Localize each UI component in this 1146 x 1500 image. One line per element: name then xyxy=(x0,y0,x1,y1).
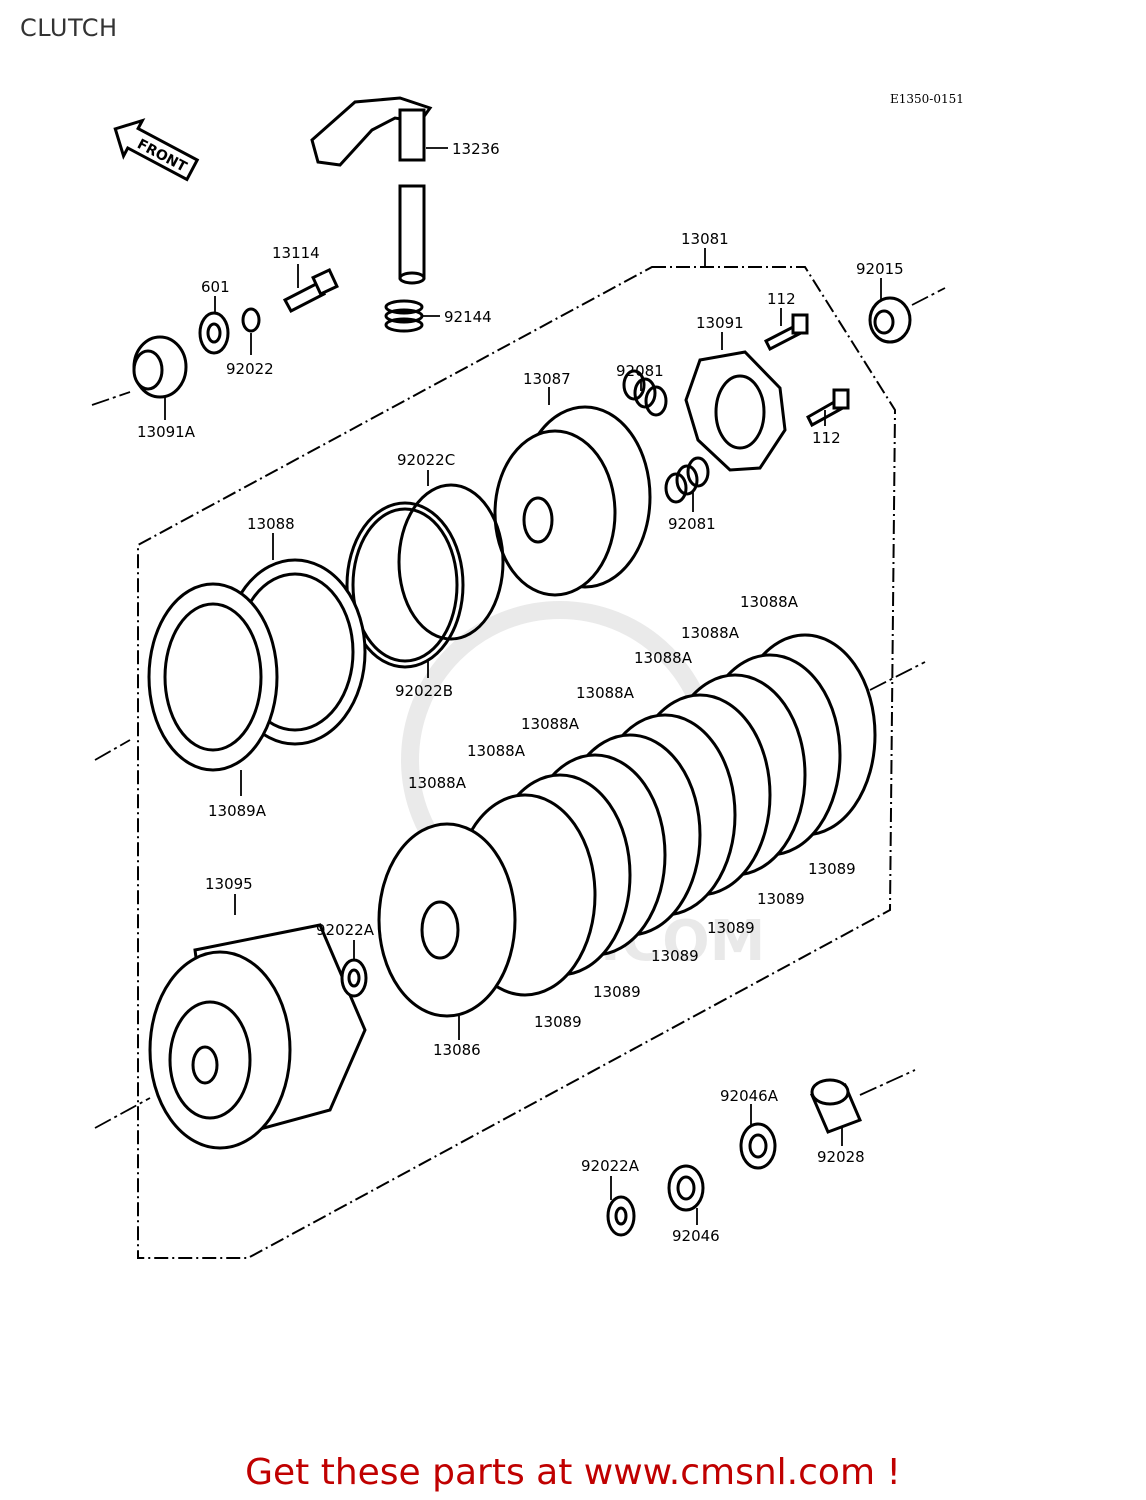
ring-92022C xyxy=(397,483,505,641)
label-92022A-upper: 92022A xyxy=(316,921,375,939)
ring-92022B xyxy=(345,501,465,669)
label-13089-6: 13089 xyxy=(534,1013,582,1031)
label-13088A-3: 13088A xyxy=(634,649,693,667)
nut-92015 xyxy=(868,296,912,344)
footer-link[interactable]: Get these parts at www.cmsnl.com ! xyxy=(245,1452,901,1493)
spring-92081-lower xyxy=(664,456,710,504)
label-92022: 92022 xyxy=(226,360,274,378)
page-title: CLUTCH xyxy=(20,14,118,42)
spring-92144 xyxy=(384,299,424,333)
label-13114: 13114 xyxy=(272,244,320,262)
label-601: 601 xyxy=(201,278,230,296)
clutch-release-lever xyxy=(310,96,433,285)
needle-bearing-92046A xyxy=(739,1122,777,1170)
label-13089-3: 13089 xyxy=(707,919,755,937)
clutch-exploded-diagram: E1350-0151 FRONT CMSNL.COM xyxy=(91,92,964,1259)
label-13089-2: 13089 xyxy=(757,890,805,908)
washer-92022A-lower xyxy=(606,1195,636,1237)
label-13086: 13086 xyxy=(433,1041,481,1059)
label-92081-upper: 92081 xyxy=(616,362,664,380)
label-92022B: 92022B xyxy=(395,682,453,700)
label-13081: 13081 xyxy=(681,230,729,248)
label-92022C: 92022C xyxy=(397,451,455,469)
label-92028: 92028 xyxy=(817,1148,865,1166)
label-13088: 13088 xyxy=(247,515,295,533)
label-13088A-7: 13088A xyxy=(408,774,467,792)
label-13095: 13095 xyxy=(205,875,253,893)
label-13236: 13236 xyxy=(452,140,500,158)
label-92144: 92144 xyxy=(444,308,492,326)
label-92015: 92015 xyxy=(856,260,904,278)
label-13089A: 13089A xyxy=(208,802,267,820)
label-13087: 13087 xyxy=(523,370,571,388)
label-13089-5: 13089 xyxy=(593,983,641,1001)
label-13088A-5: 13088A xyxy=(521,715,580,733)
label-13089-1: 13089 xyxy=(808,860,856,878)
sleeve-92028 xyxy=(809,1078,862,1134)
label-92046: 92046 xyxy=(672,1227,720,1245)
label-13088A-4: 13088A xyxy=(576,684,635,702)
needle-bearing-92046 xyxy=(667,1164,705,1212)
steel-plate-13089A xyxy=(147,582,279,772)
bolt-112-upper xyxy=(763,313,809,352)
retainer-13091A xyxy=(132,335,188,399)
washer-92022 xyxy=(241,307,261,333)
assembly-frame-outline xyxy=(137,266,897,1259)
label-13088A-2: 13088A xyxy=(681,624,740,642)
label-13089-4: 13089 xyxy=(651,947,699,965)
label-13088A-6: 13088A xyxy=(467,742,526,760)
washer-92022A-upper xyxy=(340,958,368,998)
label-13091: 13091 xyxy=(696,314,744,332)
diagram-code: E1350-0151 xyxy=(890,92,964,106)
front-arrow-icon: FRONT xyxy=(113,118,200,182)
label-13088A-1: 13088A xyxy=(740,593,799,611)
bolt-13114 xyxy=(282,268,339,314)
label-112-lower: 112 xyxy=(812,429,841,447)
clutch-housing-13095 xyxy=(148,923,367,1150)
clutch-hub-13087 xyxy=(493,405,652,597)
bolt-112-lower xyxy=(806,388,850,428)
pressure-plate-13091 xyxy=(684,350,787,472)
label-92081-lower: 92081 xyxy=(668,515,716,533)
leader-lines xyxy=(164,147,882,1225)
label-112-upper: 112 xyxy=(767,290,796,308)
label-92022A-lower: 92022A xyxy=(581,1157,640,1175)
label-13091A: 13091A xyxy=(137,423,196,441)
spring-92081-upper xyxy=(622,369,668,417)
pressure-plate-13086 xyxy=(377,822,517,1018)
label-92046A: 92046A xyxy=(720,1087,779,1105)
bearing-601 xyxy=(198,311,230,355)
axis-lines xyxy=(91,287,946,1129)
